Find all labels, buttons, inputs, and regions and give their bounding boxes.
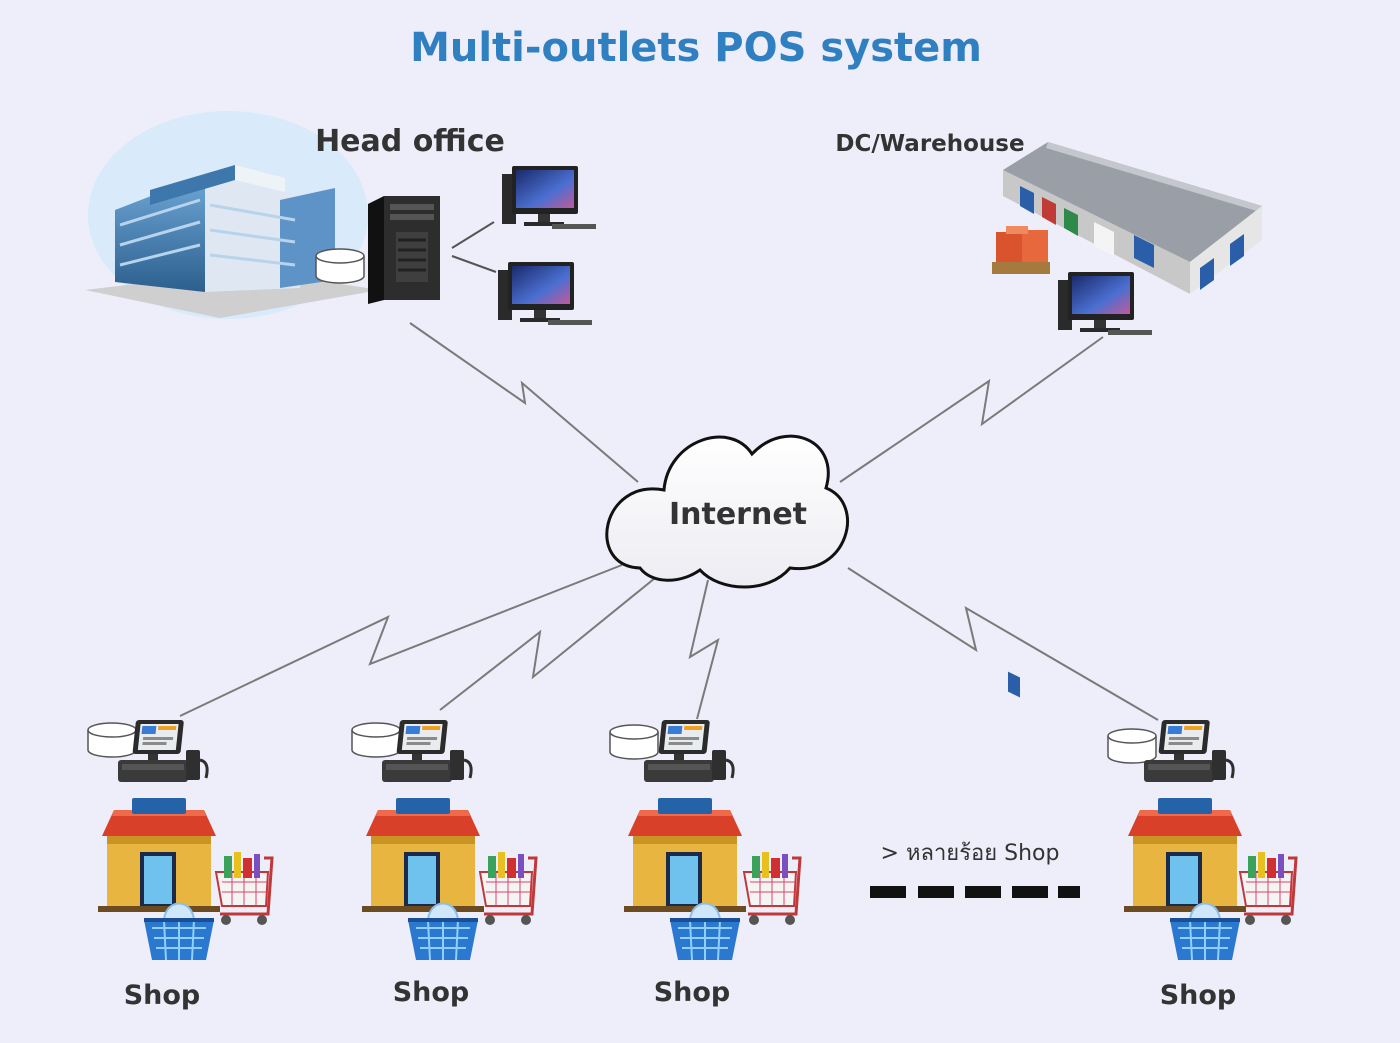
- office-building-icon: [85, 165, 380, 318]
- shopping-cart-icon: [478, 850, 538, 927]
- link-shop-2: [439, 573, 661, 711]
- shopping-cart-icon: [1238, 850, 1298, 927]
- shopping-cart-icon: [214, 850, 274, 927]
- warehouse-label: DC/Warehouse: [835, 131, 1024, 157]
- shop-label: Shop: [654, 977, 731, 1008]
- cargo-boxes-icon: [992, 226, 1050, 274]
- database-icon: [351, 722, 401, 758]
- database-icon: [315, 248, 365, 284]
- more-shops-dashes: [870, 886, 1080, 898]
- shop-label: Shop: [393, 977, 470, 1008]
- head-office-group: Head office: [85, 111, 596, 325]
- server-icon: [368, 196, 440, 304]
- link-shop-3: [688, 579, 720, 720]
- more-shops-label: > หลายร้อย Shop: [881, 841, 1060, 866]
- link-shop-4: [847, 567, 1159, 721]
- shop-icon: [98, 798, 220, 912]
- internet-label: Internet: [669, 497, 807, 532]
- shop-group-4: Shop: [1107, 718, 1298, 1011]
- warehouse-group: DC/Warehouse: [835, 131, 1262, 698]
- warehouse-icon: [1003, 142, 1262, 698]
- head-office-label: Head office: [315, 124, 505, 159]
- shop-group-1: Shop: [87, 718, 274, 1011]
- desktop-computer-icon: [502, 166, 596, 229]
- link-warehouse: [839, 336, 1104, 483]
- link-head-office: [409, 322, 639, 483]
- network-links: [179, 322, 1159, 721]
- cloud-icon: Internet: [605, 434, 849, 589]
- shop-icon: [1124, 798, 1246, 912]
- link-shop-1: [179, 564, 623, 717]
- shop-label: Shop: [124, 980, 201, 1011]
- database-icon: [87, 722, 137, 758]
- pos-terminal-icon: [1142, 718, 1235, 784]
- database-icon: [1107, 728, 1157, 764]
- shopping-cart-icon: [742, 850, 802, 927]
- desktop-computer-icon: [498, 262, 592, 325]
- shop-group-2: Shop: [351, 718, 538, 1008]
- diagram-title: Multi-outlets POS system: [410, 25, 982, 71]
- shop-icon: [362, 798, 484, 912]
- database-icon: [609, 724, 659, 760]
- shop-label: Shop: [1160, 980, 1237, 1011]
- shop-group-3: Shop: [609, 718, 802, 1008]
- desktop-computer-icon: [1058, 272, 1152, 335]
- shop-icon: [624, 798, 746, 912]
